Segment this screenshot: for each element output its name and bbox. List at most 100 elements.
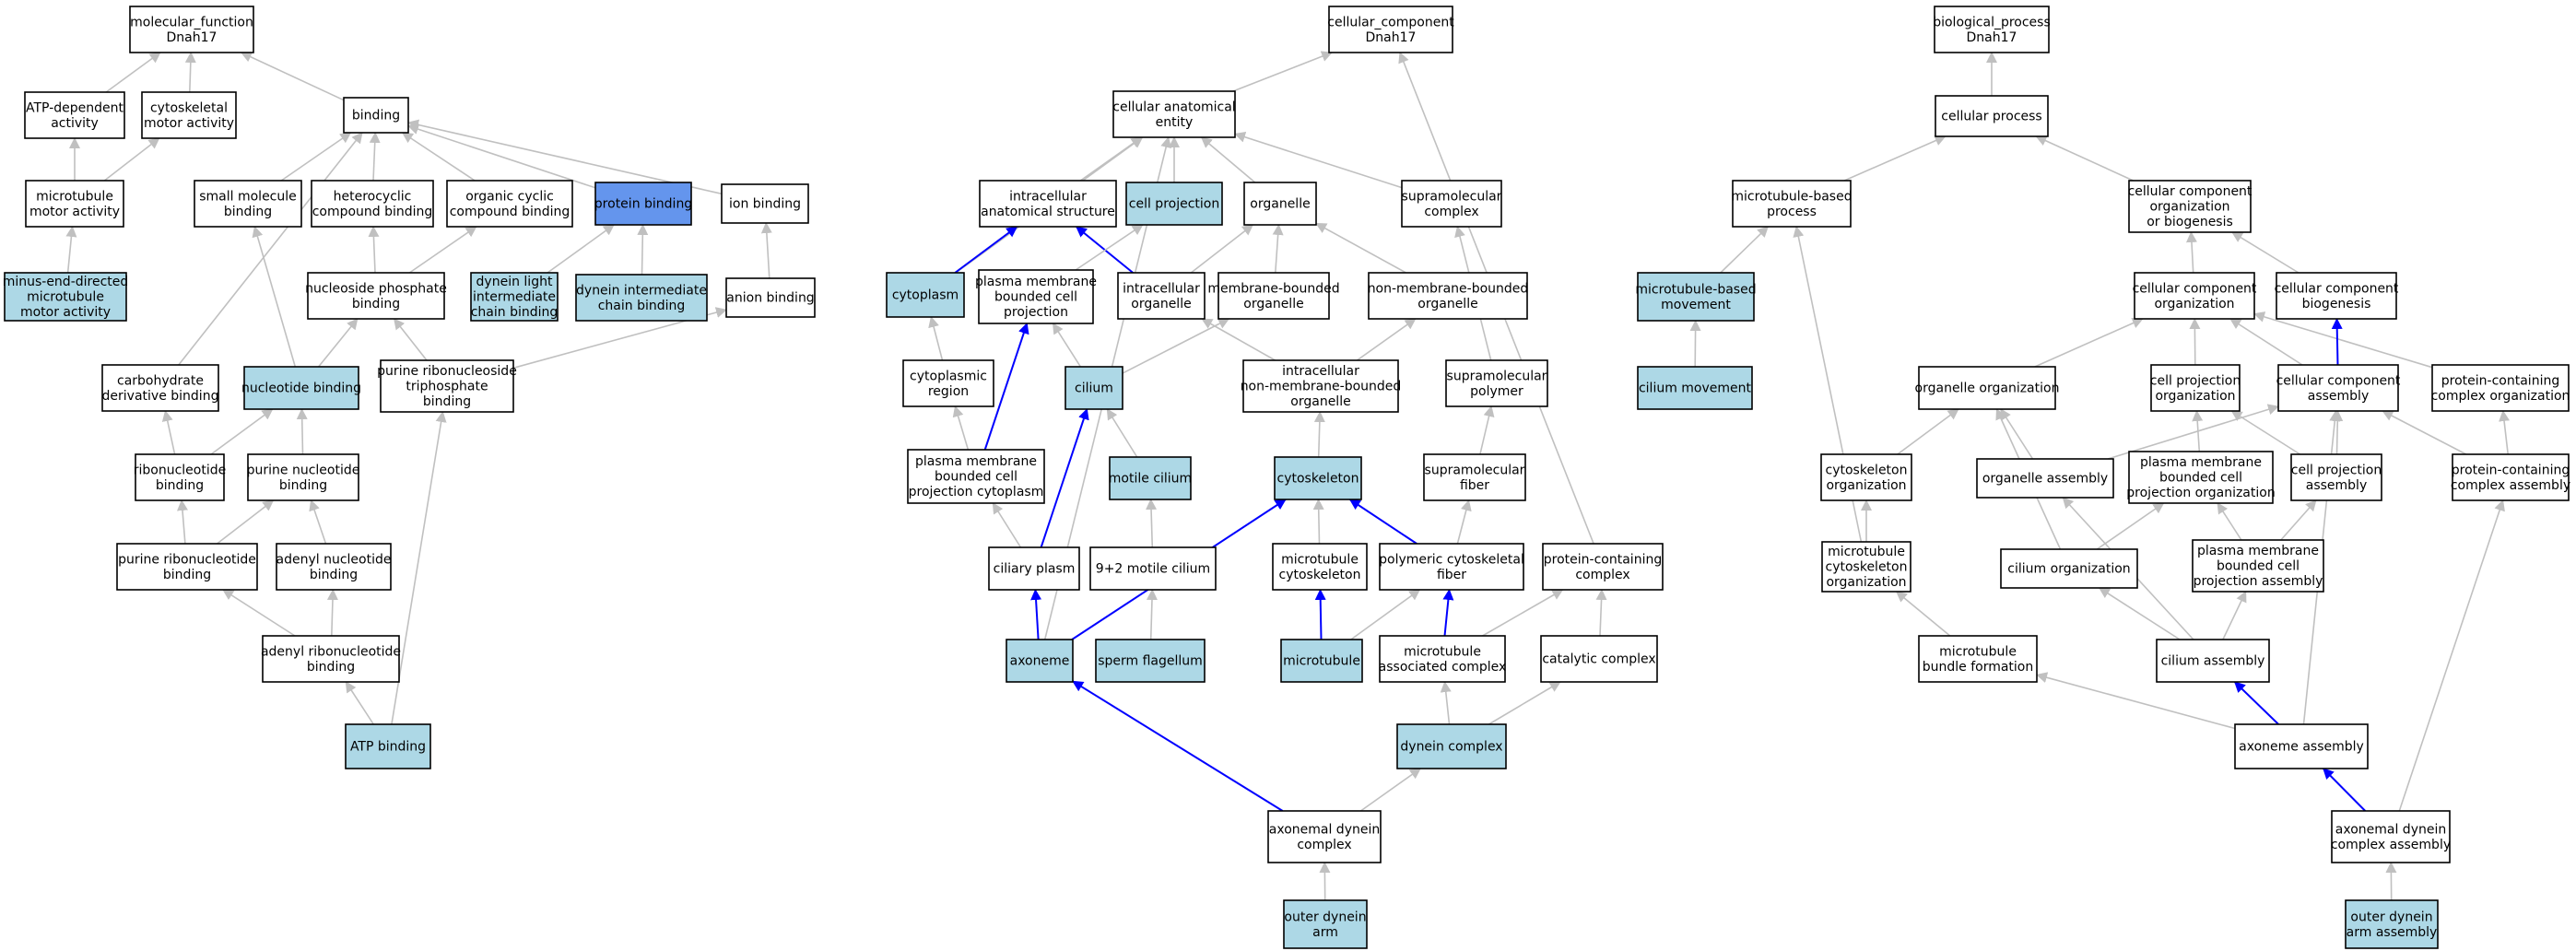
node-cell-projection[interactable]: cell projection <box>1125 182 1223 226</box>
node-box <box>1272 543 1368 591</box>
node-label-line: plasma membrane <box>2140 455 2262 470</box>
node-nucleotide-binding[interactable]: nucleotide binding <box>241 366 361 410</box>
node-motile-9-2[interactable]: 9+2 motile cilium <box>1089 546 1217 591</box>
node-anion-binding[interactable]: anion binding <box>725 277 816 318</box>
node-label-line: protein binding <box>594 197 692 212</box>
node-box <box>1423 453 1526 501</box>
node-protein-binding[interactable]: protein binding <box>594 182 692 226</box>
node-label-line: dynein light <box>476 275 553 289</box>
node-catalytic-complex[interactable]: catalytic complex <box>1540 635 1658 683</box>
edge-dynein_inter-to-protein_binding <box>637 224 649 276</box>
node-axoneme[interactable]: axoneme <box>1006 639 1074 683</box>
node-label-line: compound binding <box>450 205 570 219</box>
edge-intra_nonmem-to-nonmem_org <box>1356 318 1417 361</box>
node-binding[interactable]: binding <box>343 97 409 134</box>
node-axoneme-assembly[interactable]: axoneme assembly <box>2234 723 2369 769</box>
node-label-line: complex assembly <box>2451 478 2570 493</box>
node-cilium-org[interactable]: cilium organization <box>2000 548 2138 589</box>
node-intra-nonmem[interactable]: intracellularnon-membrane-boundedorganel… <box>1241 359 1402 413</box>
node-atp-binding[interactable]: ATP binding <box>345 723 431 769</box>
node-box <box>116 543 258 591</box>
node-cell-process[interactable]: cellular process <box>1935 95 2049 137</box>
node-cytoplasm[interactable]: cytoplasm <box>886 272 965 318</box>
edge-dynein_complex-to-catalytic_complex <box>1488 681 1561 725</box>
node-organelle-assembly[interactable]: organelle assembly <box>1976 458 2114 499</box>
node-box <box>1243 182 1317 226</box>
node-label-line: cell projection <box>1129 197 1219 212</box>
node-cilium-assembly[interactable]: cilium assembly <box>2156 639 2270 683</box>
node-sperm-flagellum[interactable]: sperm flagellum <box>1095 639 1206 683</box>
node-organelle[interactable]: organelle <box>1243 182 1317 226</box>
node-organelle-org[interactable]: organelle organization <box>1915 366 2060 410</box>
node-label-line: purine ribonucleoside <box>377 364 517 379</box>
node-box <box>129 6 254 53</box>
edge-catalytic_complex-to-protein_complex <box>1595 589 1607 637</box>
node-box <box>101 364 219 412</box>
node-ciliary-plasm[interactable]: ciliary plasm <box>988 546 1080 591</box>
node-dynein-complex[interactable]: dynein complex <box>1396 723 1507 769</box>
node-cilium[interactable]: cilium <box>1065 366 1123 410</box>
node-motile-cilium[interactable]: motile cilium <box>1109 456 1192 500</box>
node-ion-binding[interactable]: ion binding <box>721 183 809 224</box>
node-microtubule[interactable]: microtubule <box>1280 639 1363 683</box>
node-cytoskeleton[interactable]: cytoskeleton <box>1274 456 1362 500</box>
edge-atp_binding-to-purine_rnt_tp <box>391 411 447 725</box>
node-cilium-movement[interactable]: cilium movement <box>1637 366 1753 410</box>
